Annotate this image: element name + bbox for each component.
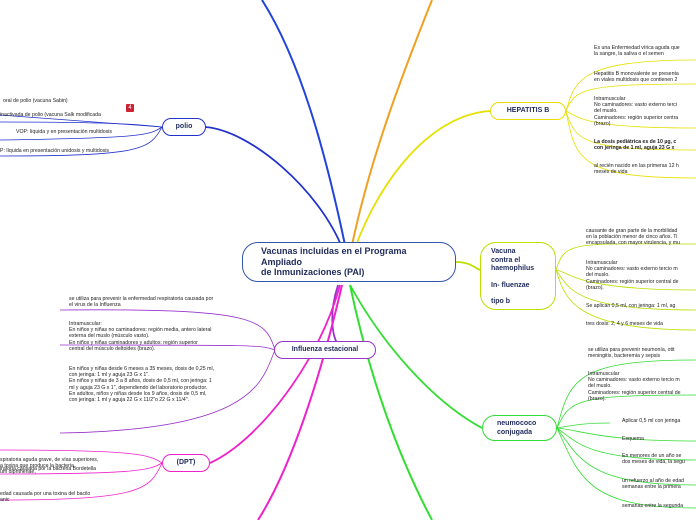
influenza-item-1[interactable]: se utiliza para prevenir la enfermedad r… [69, 296, 214, 309]
dpt-item-2[interactable]: iratoria causada por la bacteria Bordete… [0, 466, 97, 472]
haemophilus-line3: haemophilus [491, 265, 535, 273]
hepatitis-b-node[interactable]: HEPATITIS B [490, 102, 566, 120]
neumococo-item-7[interactable]: semanas entre la segunda [622, 503, 684, 509]
neumococo-item-6[interactable]: un refuerzo al año de edad semanas entre… [622, 478, 685, 491]
haemophilus-line4: In- fluenzae [491, 281, 530, 289]
haemophilus-line5: tipo b [491, 298, 511, 306]
haemophilus-item-2[interactable]: Intramuscular No caminadores: vasto exte… [586, 260, 679, 291]
polio-item-1[interactable]: oral de polio (vacuna Sabin) [3, 98, 68, 104]
polio-item-2[interactable]: inactivada de polio (vacuna Salk modific… [0, 112, 101, 118]
polio-item-3[interactable]: VOP: líquida y en presentación multidosi… [16, 129, 113, 135]
hepatitis-item-2[interactable]: Hepatitis B monovalente se presenta en v… [594, 71, 679, 84]
haemophilus-line1: Vacuna [491, 248, 516, 255]
neumococo-node[interactable]: neumococo conjugada [482, 415, 557, 441]
hepatitis-item-5[interactable]: al recién nacido en las primeras 12 h me… [594, 163, 679, 176]
neumococo-line1: neumococo [497, 420, 537, 427]
neumococo-item-5[interactable]: En menores de un año se dos meses de vid… [622, 453, 685, 466]
haemophilus-line2: contra el [491, 256, 521, 264]
neumococo-item-4[interactable]: Esquema [622, 436, 644, 442]
central-title-line1: Vacunas incluidas en el Programa [261, 246, 407, 256]
polio-alert-badge: 4 [126, 104, 134, 112]
hepatitis-item-4[interactable]: La dosis pediátrica es de 10 µg, c con j… [594, 139, 677, 152]
neumococo-item-1[interactable]: se utiliza para prevenir neumonía, otit … [588, 347, 675, 360]
haemophilus-item-1[interactable]: causante de gran parte de la morbilidad … [586, 228, 680, 247]
dpt-node[interactable]: (DPT) [162, 454, 210, 472]
central-title-line2: Ampliado [261, 256, 303, 267]
haemophilus-item-3[interactable]: Se aplican 0,5 ml, con jeringa: 1 ml, ag [586, 303, 676, 309]
dpt-item-1[interactable]: spiratoria aguda grave, de vías superior… [0, 457, 99, 476]
neumococo-item-2[interactable]: Intramuscular No caminadores: vasto exte… [588, 371, 681, 402]
influenza-item-2[interactable]: Intramuscular: En niños y niñas no camin… [69, 321, 212, 352]
influenza-item-3[interactable]: En niños y niñas desde 6 meses a 35 mese… [69, 366, 215, 404]
hepatitis-item-3[interactable]: Intramuscular No caminadores: vasto exte… [594, 96, 679, 127]
influenza-node[interactable]: Influenza estacional [274, 341, 376, 359]
hepatitis-item-1[interactable]: Es una Enfermedad vírica aguda que la sa… [594, 45, 680, 58]
neumococo-item-3[interactable]: Aplicar 0,5 ml con jeringa [622, 418, 681, 424]
polio-item-4[interactable]: P: líquida en presentación unidosis y mu… [0, 148, 109, 154]
neumococo-line2: conjugada [497, 428, 533, 436]
haemophilus-item-4[interactable]: tres dosis: 2, 4 y 6 meses de vida [586, 321, 663, 327]
polio-node[interactable]: polio [162, 118, 206, 136]
central-topic[interactable]: Vacunas incluidas en el Programa Ampliad… [242, 242, 456, 282]
dpt-item-3[interactable]: edad causada por una toxina del bacilo a… [0, 491, 91, 504]
haemophilus-node[interactable]: Vacuna contra el haemophilus In- fluenza… [480, 242, 556, 310]
central-title-line3: de Inmunizaciones (PAI) [261, 267, 365, 277]
